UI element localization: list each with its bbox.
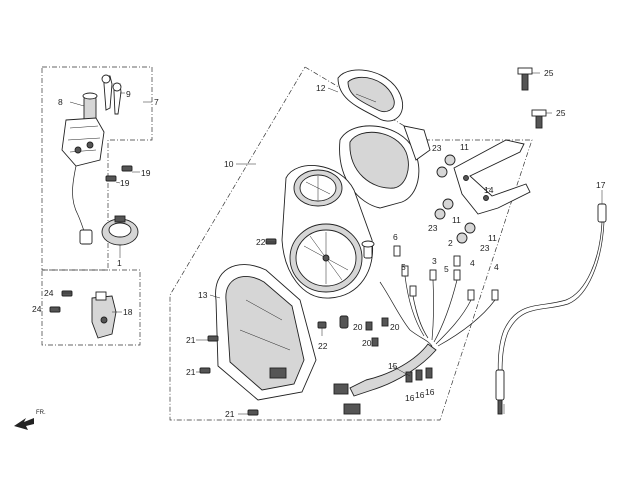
meter-group-outline: [169, 66, 533, 421]
ignition-keys: [101, 74, 122, 115]
ignition-switch: [61, 92, 105, 245]
rubber-grommets: [434, 154, 476, 244]
relay-group-outline: [41, 269, 141, 346]
callout-18: 18: [123, 307, 133, 317]
callout-23b: 23: [428, 223, 438, 233]
callout-3: 3: [432, 256, 437, 266]
callout-13: 13: [198, 290, 208, 300]
callout-23c: 23: [480, 243, 490, 253]
front-direction-arrow: FR.: [14, 410, 46, 430]
callout-16b: 16: [415, 390, 425, 400]
leader-lines: [58, 72, 603, 415]
callout-12: 12: [316, 83, 326, 93]
fuel-cap-lock: [101, 215, 139, 246]
callout-4a: 4: [470, 258, 475, 268]
callout-9: 9: [126, 89, 131, 99]
callout-21a: 21: [186, 335, 196, 345]
harness-clips: [365, 317, 433, 383]
callout-6: 6: [393, 232, 398, 242]
callout-14: 14: [484, 185, 494, 195]
callout-22b: 22: [318, 341, 328, 351]
callout-19a: 19: [141, 168, 151, 178]
speedometer-gauge: [281, 165, 375, 329]
meter-visor: [337, 69, 404, 122]
callout-10: 10: [224, 159, 234, 169]
callout-1: 1: [117, 258, 122, 268]
meter-case: [339, 125, 431, 209]
callout-17: 17: [596, 180, 606, 190]
callout-8: 8: [58, 97, 63, 107]
callout-16c: 16: [425, 387, 435, 397]
callout-22a: 22: [256, 237, 266, 247]
callout-25a: 25: [544, 68, 554, 78]
direction-label: FR.: [36, 410, 46, 416]
callout-11c: 11: [488, 233, 497, 243]
callout-15: 15: [388, 361, 398, 371]
callout-11b: 11: [452, 215, 461, 225]
callout-23a: 23: [432, 143, 442, 153]
callout-21c: 21: [225, 409, 235, 419]
relay-unit: [49, 290, 117, 339]
callout-20b: 20: [390, 322, 400, 332]
switch-screws: [105, 165, 133, 182]
callout-20a: 20: [353, 322, 363, 332]
callout-11a: 11: [460, 142, 469, 152]
callout-19b: 19: [120, 178, 130, 188]
callout-4b: 4: [494, 262, 499, 272]
bracket-bolts: [517, 67, 547, 129]
wire-harness: [333, 275, 496, 415]
callout-16a: 16: [405, 393, 415, 403]
callout-24b: 24: [32, 304, 42, 314]
callout-7: 7: [154, 97, 159, 107]
callout-21b: 21: [186, 367, 196, 377]
callout-5a: 5: [401, 262, 406, 272]
callout-2: 2: [448, 238, 453, 248]
meter-lower-cover: [215, 264, 317, 401]
callout-20c: 20: [362, 338, 372, 348]
callout-24a: 24: [44, 288, 54, 298]
mounting-bracket: [453, 139, 531, 215]
speedometer-cable: [495, 203, 607, 415]
callout-5b: 5: [444, 264, 449, 274]
callout-25b: 25: [556, 108, 566, 118]
